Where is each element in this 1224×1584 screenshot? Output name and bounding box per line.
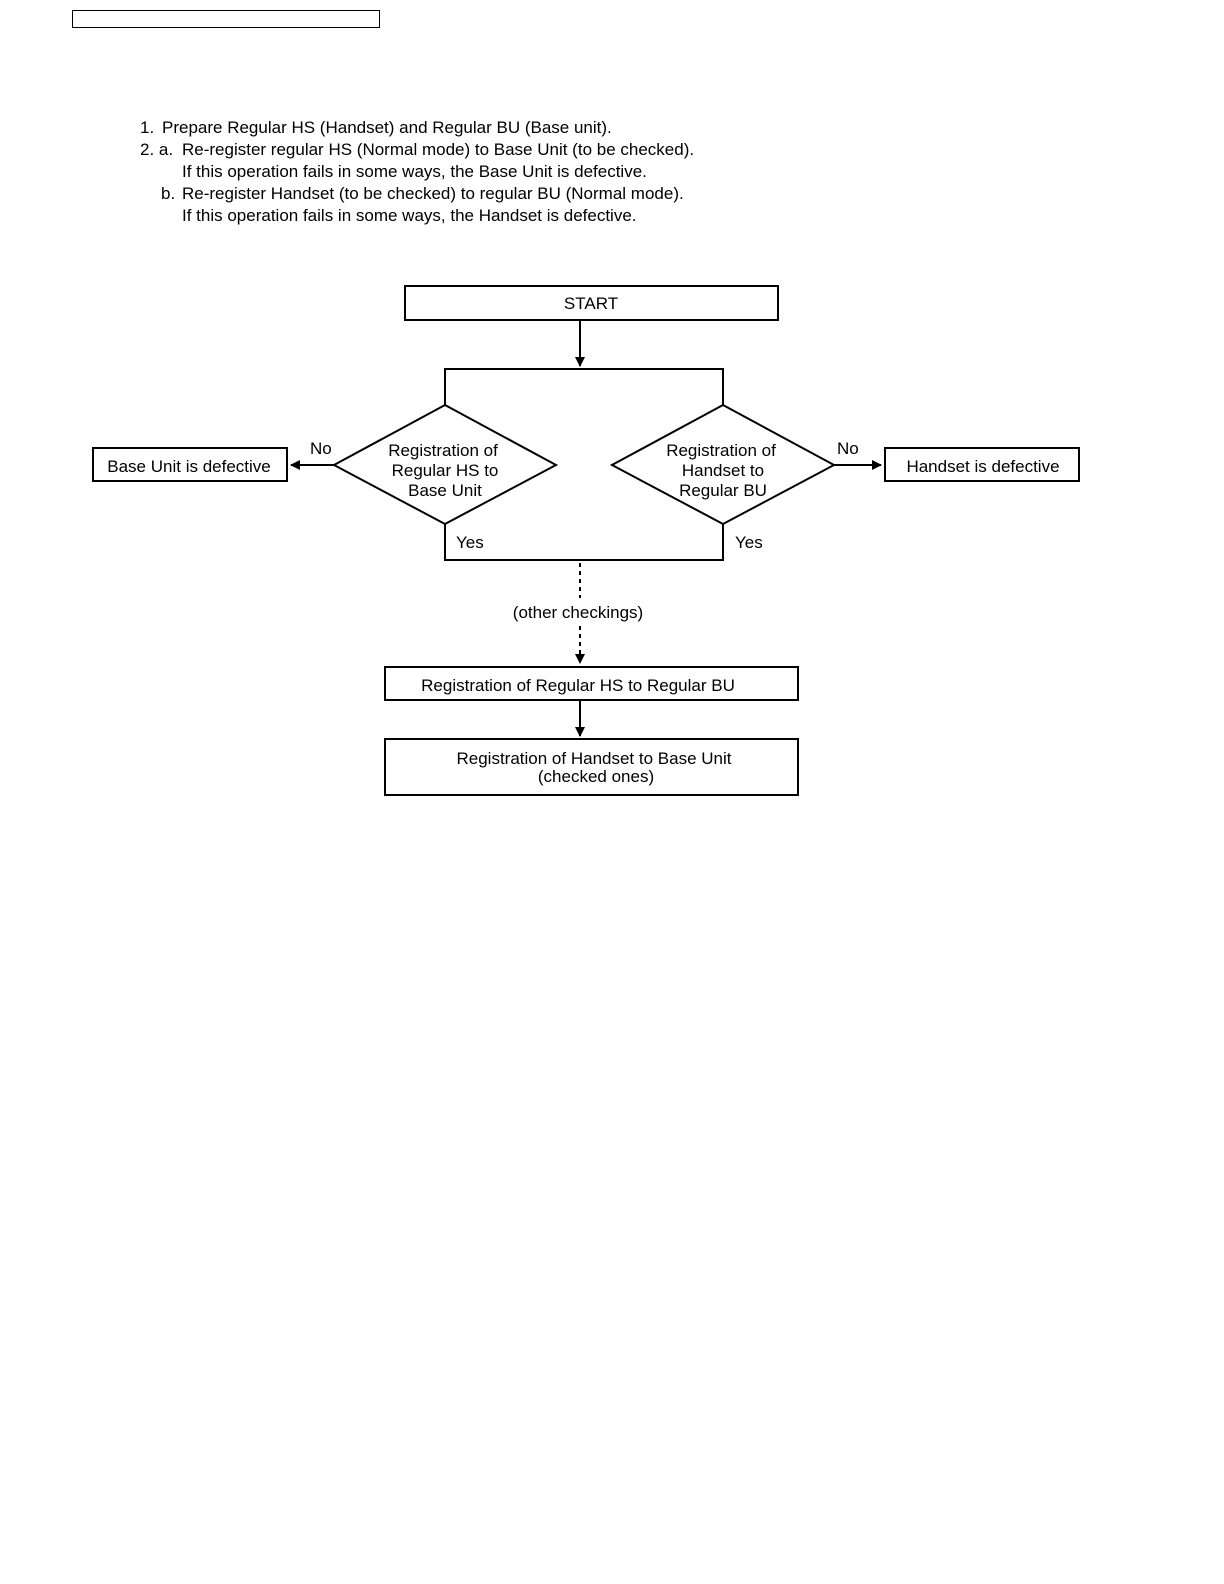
decision-left-line-1: Registration of — [388, 441, 498, 460]
instruction-text: Re-register Handset (to be checked) to r… — [182, 184, 684, 203]
decision-left-line-3: Base Unit — [408, 481, 482, 500]
result-left-label: Base Unit is defective — [107, 457, 270, 476]
instruction-number: b. — [161, 184, 176, 203]
step-1-box — [384, 666, 799, 701]
start-box — [404, 285, 779, 321]
result-right-label: Handset is defective — [906, 457, 1059, 476]
no-label-right: No — [837, 439, 859, 458]
join-connector — [444, 524, 724, 561]
result-left-box — [92, 447, 288, 482]
decision-right-line-2: Handset to — [682, 461, 764, 480]
instruction-text: Re-register regular HS (Normal mode) to … — [182, 140, 695, 159]
instruction-text: If this operation fails in some ways, th… — [182, 162, 647, 181]
yes-label-right: Yes — [735, 533, 763, 552]
instruction-number: 2. a. — [140, 140, 174, 159]
header-box — [72, 10, 380, 28]
decision-right-line-3: Regular BU — [679, 481, 767, 500]
step-2-box — [384, 738, 799, 796]
instruction-text: Prepare Regular HS (Handset) and Regular… — [162, 118, 612, 137]
instruction-number: 1. — [140, 118, 155, 137]
step-2-line-2: (checked ones) — [538, 767, 654, 786]
yes-label-left: Yes — [456, 533, 484, 552]
no-label-left: No — [310, 439, 332, 458]
other-checkings-label: (other checkings) — [513, 603, 643, 622]
instruction-text: If this operation fails in some ways, th… — [182, 206, 637, 225]
step-2-line-1: Registration of Handset to Base Unit — [457, 749, 732, 768]
split-connector — [444, 368, 724, 405]
start-label: START — [564, 294, 618, 313]
decision-left-line-2: Regular HS to — [392, 461, 499, 480]
step-1-label: Registration of Regular HS to Regular BU — [421, 676, 735, 695]
decision-right-line-1: Registration of — [666, 441, 776, 460]
result-right-box — [884, 447, 1080, 482]
